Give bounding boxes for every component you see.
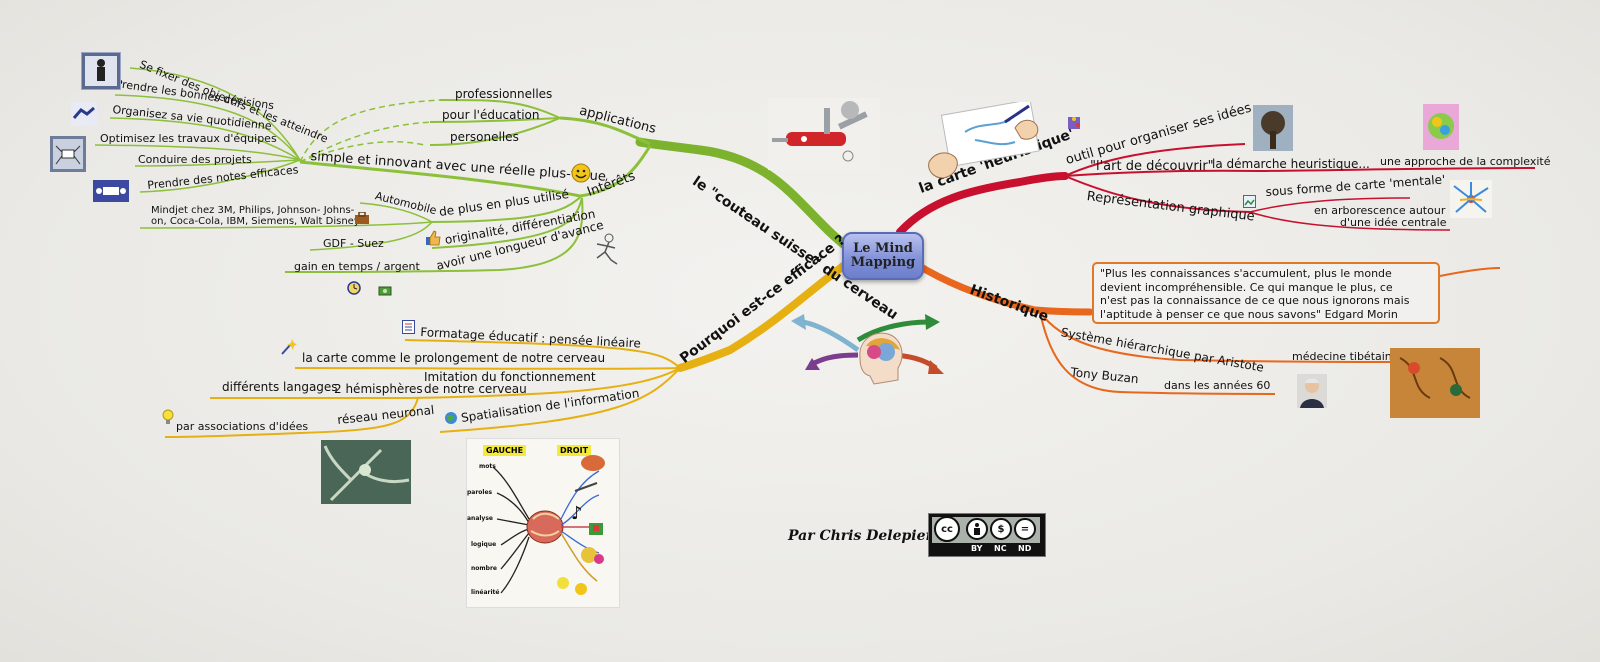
label-hemispheres[interactable]: 2 hémisphères (334, 382, 423, 396)
label-associations[interactable]: par associations d'idées (176, 420, 309, 433)
tony-buzan-photo (1297, 374, 1327, 408)
label-professionnelles[interactable]: professionnelles (455, 87, 553, 101)
person-target-icon (81, 52, 121, 90)
label-conduire[interactable]: Conduire des projets (138, 153, 252, 166)
puzzle-icon (1067, 115, 1081, 129)
branch-historique (912, 260, 1094, 316)
quote-line2: devient incompréhensible. Ce qui manque … (1100, 280, 1393, 294)
lightbulb-icon (162, 409, 174, 425)
central-node-line2: Mapping (850, 255, 916, 270)
picture-icon (1243, 193, 1256, 208)
cc-icon: cc (934, 516, 960, 542)
author-signature: Par Chris Delepierre (788, 528, 950, 544)
quote-line3: n'est pas la connaissance de ce que nous… (1100, 294, 1410, 307)
label-langages[interactable]: différents langages (222, 380, 338, 394)
label-complexite[interactable]: une approche de la complexité (1380, 155, 1551, 168)
label-gain[interactable]: gain en temps / argent (294, 260, 420, 273)
nc-icon: $ (990, 518, 1012, 540)
license-by-label: BY (971, 544, 983, 553)
smiley-icon (571, 163, 591, 183)
quote-line1: "Plus les connaissances s'accumulent, pl… (1100, 267, 1392, 280)
clock-icon (347, 280, 361, 295)
branch-pourquoi (676, 260, 850, 372)
cc-license-badge[interactable]: cc $ = BY NC ND (928, 513, 1046, 557)
label-droit: DROIT (557, 445, 592, 456)
meeting-icon (91, 178, 131, 204)
label-arborescence-line2[interactable]: d'une idée centrale (1340, 216, 1447, 229)
label-medecine[interactable]: médecine tibétaine (1292, 350, 1399, 363)
label-personelles[interactable]: personelles (450, 130, 519, 144)
branch-couteau (635, 137, 851, 251)
brain-word-1: paroles (467, 489, 493, 496)
colorful-brain-image (1423, 104, 1459, 150)
label-mindjet-line1[interactable]: Mindjet chez 3M, Philips, Johnson- Johns… (151, 205, 355, 216)
brain-word-4: nombre (471, 565, 497, 572)
label-gdf[interactable]: GDF - Suez (323, 237, 384, 250)
label-art[interactable]: "l'art de découvrir" (1090, 159, 1214, 174)
label-arborescence-line1[interactable]: en arborescence autour (1314, 204, 1446, 217)
magic-wand-icon (279, 338, 297, 356)
globe-icon (444, 410, 458, 424)
running-figure-icon (585, 230, 625, 270)
brain-word-5: linéarité (471, 589, 500, 596)
list-icon (402, 319, 415, 334)
svg-text:♪: ♪ (571, 503, 583, 524)
label-education[interactable]: pour l'éducation (442, 108, 540, 122)
central-node-line1: Le Mind (853, 241, 913, 256)
nd-icon: = (1014, 518, 1036, 540)
thumbs-up-icon (425, 230, 441, 246)
central-node[interactable]: Le Mind Mapping (842, 232, 924, 280)
label-prolongement[interactable]: la carte comme le prolongement de notre … (302, 351, 606, 365)
briefcase-icon (355, 209, 369, 224)
label-annees[interactable]: dans les années 60 (1164, 379, 1271, 392)
brain-word-0: mots (479, 463, 496, 470)
quote-box-morin[interactable]: "Plus les connaissances s'accumulent, pl… (1092, 262, 1440, 324)
head-brain-image (850, 328, 908, 388)
hand-drawing-map-image (925, 102, 1043, 180)
neuron-image (321, 440, 411, 504)
label-imitation-line1[interactable]: Imitation du fonctionnement (424, 370, 596, 384)
label-imitation-line2[interactable]: de notre cerveau (424, 382, 527, 396)
money-icon (378, 282, 392, 296)
label-gauche: GAUCHE (483, 445, 527, 456)
license-nd-label: ND (1018, 544, 1032, 553)
handshake-icon (69, 100, 99, 128)
brain-hemispheres-image: GAUCHE DROIT mots paroles analyse logiqu… (466, 438, 620, 608)
swiss-knife-image (768, 98, 880, 170)
label-demarche[interactable]: la démarche heuristique... (1212, 157, 1370, 171)
plan-icon (50, 136, 86, 172)
tree-head-image (1253, 105, 1293, 151)
mind-map-thumbnail-image (1450, 180, 1492, 218)
brain-word-3: logique (471, 541, 497, 548)
tibetan-medicine-image (1390, 348, 1480, 418)
label-mindjet-line2[interactable]: on, Coca-Cola, IBM, Siemens, Walt Disney (151, 216, 360, 227)
license-nc-label: NC (994, 544, 1007, 553)
label-optimisez[interactable]: Optimisez les travaux d'équipes (100, 132, 277, 145)
branch-heuristique (896, 172, 1069, 236)
quote-line4: l'aptitude à penser ce que nous savons" … (1100, 307, 1398, 321)
brain-word-2: analyse (467, 515, 493, 522)
by-icon (966, 518, 988, 540)
